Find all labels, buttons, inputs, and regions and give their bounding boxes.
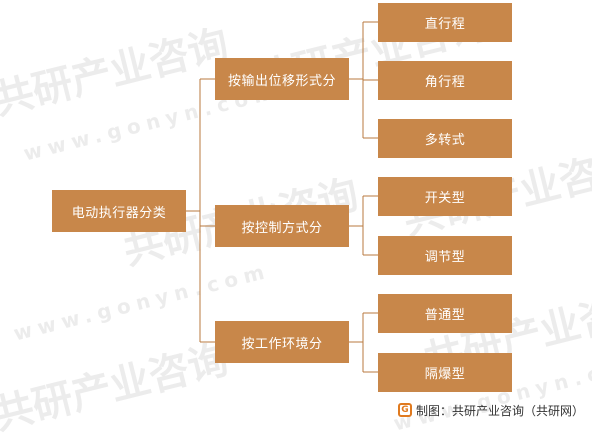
leaf-node: 多转式 xyxy=(378,119,512,158)
leaf-node: 隔爆型 xyxy=(378,353,512,392)
leaf-node: 角行程 xyxy=(378,61,512,100)
root-node: 电动执行器分类 xyxy=(52,190,186,232)
category-node-control-mode: 按控制方式分 xyxy=(215,205,349,247)
leaf-node: 开关型 xyxy=(378,177,512,216)
leaf-node: 调节型 xyxy=(378,236,512,275)
source-credit: G 制图：共研产业咨询（共研网） xyxy=(397,402,584,418)
leaf-node: 直行程 xyxy=(378,3,512,42)
connector-lines xyxy=(186,21,378,373)
category-node-work-environment: 按工作环境分 xyxy=(215,321,349,363)
leaf-node: 普通型 xyxy=(378,294,512,333)
source-credit-text: 制图：共研产业咨询（共研网） xyxy=(415,403,584,418)
category-node-output-displacement: 按输出位移形式分 xyxy=(215,58,349,100)
brand-logo-icon: G xyxy=(397,403,412,417)
